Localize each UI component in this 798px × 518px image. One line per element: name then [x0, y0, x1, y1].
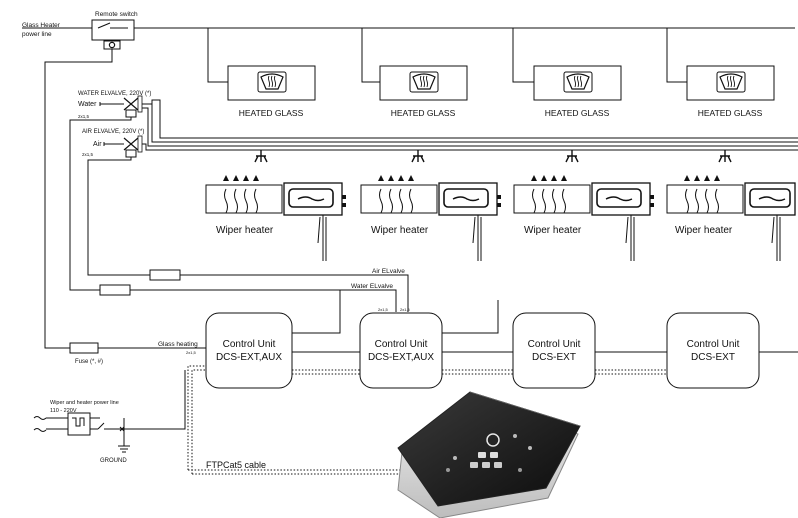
control-panel-keypad [397, 391, 581, 518]
wiper-heater-unit: Wiper heater [205, 175, 346, 261]
wiper-heater-unit: Wiper heater [513, 175, 654, 261]
valve-control-wiring: Air ELvalve Water ELvalve 2x1,5 2x1,5 [69, 117, 411, 312]
nozzle-pipes [142, 99, 798, 163]
heated-glass-icon [257, 71, 287, 93]
control-unit-model: DCS-EXT [532, 352, 576, 363]
heated-glass-unit: HEATED GLASS [533, 65, 622, 118]
control-unit-row: Control Unit DCS-EXT,AUX Control Unit DC… [205, 312, 798, 389]
remote-switch-label: Remote switch [95, 11, 138, 18]
glass-heater-label-1: Glass Heater [22, 22, 61, 29]
glass-heating-wiring: Fuse (*, #) Glass heating 2x1,5 [44, 49, 499, 365]
ground-label: GROUND [100, 458, 127, 464]
air-label: Air [93, 141, 102, 148]
cable-label: FTPCat5 cable [206, 460, 266, 470]
heated-glass-label: HEATED GLASS [239, 108, 304, 118]
valve-wire-label: 2x1,5 [378, 307, 389, 312]
nozzle [254, 150, 268, 163]
control-unit-title: Control Unit [223, 339, 276, 350]
water-wire-label: 2x1,5 [78, 114, 90, 119]
glass-heating-label: Glass heating [158, 341, 198, 348]
heated-glass-feeds [207, 28, 687, 83]
control-unit-model: DCS-EXT [691, 352, 735, 363]
control-unit-model: DCS-EXT,AUX [216, 352, 282, 363]
wiper-heater-unit: Wiper heater [666, 175, 796, 261]
control-unit: Control Unit DCS-EXT [512, 312, 596, 389]
nozzle [411, 150, 425, 163]
heated-glass-unit: HEATED GLASS [379, 65, 468, 118]
wiper-heater-unit: Wiper heater [360, 175, 501, 261]
heated-glass-label: HEATED GLASS [391, 108, 456, 118]
heated-glass-icon [409, 71, 439, 93]
water-label: Water [78, 101, 97, 108]
control-unit: Control Unit DCS-EXT,AUX [359, 312, 443, 389]
air-wire-label: 2x1,5 [82, 152, 94, 157]
heated-glass-row: HEATED GLASS HEATED GLASS HEATED GLA [227, 65, 775, 118]
air-elvalve-line-label: Air ELvalve [372, 268, 405, 275]
glass-heater-label-2: power line [22, 31, 52, 38]
heat-arrows [378, 175, 414, 214]
heated-glass-label: HEATED GLASS [545, 108, 610, 118]
air-fuse [149, 269, 181, 281]
air-elvalve: AIR ELVALVE, 220V (*) Air 2x1,5 [82, 129, 144, 158]
nozzle [565, 150, 579, 163]
power-button-icon [486, 433, 500, 447]
heat-arrows [223, 175, 259, 214]
ftp-cable: FTPCat5 cable [187, 365, 667, 475]
wiper-heater-label: Wiper heater [524, 225, 582, 236]
water-fuse [99, 284, 131, 296]
remote-switch: Remote switch [91, 11, 138, 50]
nozzle [718, 150, 732, 163]
water-elvalve: WATER ELVALVE, 220V (*) Water 2x1,5 [78, 91, 151, 119]
power-fuse-block [67, 412, 91, 436]
control-unit: Control Unit DCS-EXT,AUX [205, 312, 293, 389]
wiper-heater-label: Wiper heater [675, 225, 733, 236]
air-elvalve-label: AIR ELVALVE, 220V (*) [82, 129, 144, 135]
glass-heating-fuse [69, 342, 99, 354]
glass-heating-wire-label: 2x1,5 [186, 350, 197, 355]
water-elvalve-line-label: Water ELvalve [351, 283, 393, 290]
fuse-label: Fuse (*, #) [75, 359, 103, 365]
control-unit-title: Control Unit [528, 339, 581, 350]
heat-arrows [531, 175, 567, 214]
heated-glass-unit: HEATED GLASS [227, 65, 316, 118]
heated-glass-icon [716, 71, 746, 93]
heat-arrows [684, 175, 720, 214]
wiper-heater-label: Wiper heater [371, 225, 429, 236]
wiper-power-label-2: 110 - 220V [50, 408, 77, 414]
water-elvalve-label: WATER ELVALVE, 220V (*) [78, 91, 151, 97]
heated-glass-icon [563, 71, 593, 93]
wiper-heater-row: Wiper heater Wiper heater [205, 175, 796, 261]
control-unit-model: DCS-EXT,AUX [368, 352, 434, 363]
valve-wire-label: 2x1,5 [400, 307, 411, 312]
wiper-heater-label: Wiper heater [216, 225, 274, 236]
control-unit: Control Unit DCS-EXT [666, 312, 760, 389]
heated-glass-unit: HEATED GLASS [686, 65, 775, 118]
glass-heater-power-line: Glass Heater power line [22, 22, 795, 38]
wiper-heater-power-line: Wiper and heater power line 110 - 220V G… [33, 370, 186, 464]
control-unit-title: Control Unit [375, 339, 428, 350]
heated-glass-label: HEATED GLASS [698, 108, 763, 118]
wiper-power-label-1: Wiper and heater power line [50, 400, 119, 406]
control-unit-title: Control Unit [687, 339, 740, 350]
